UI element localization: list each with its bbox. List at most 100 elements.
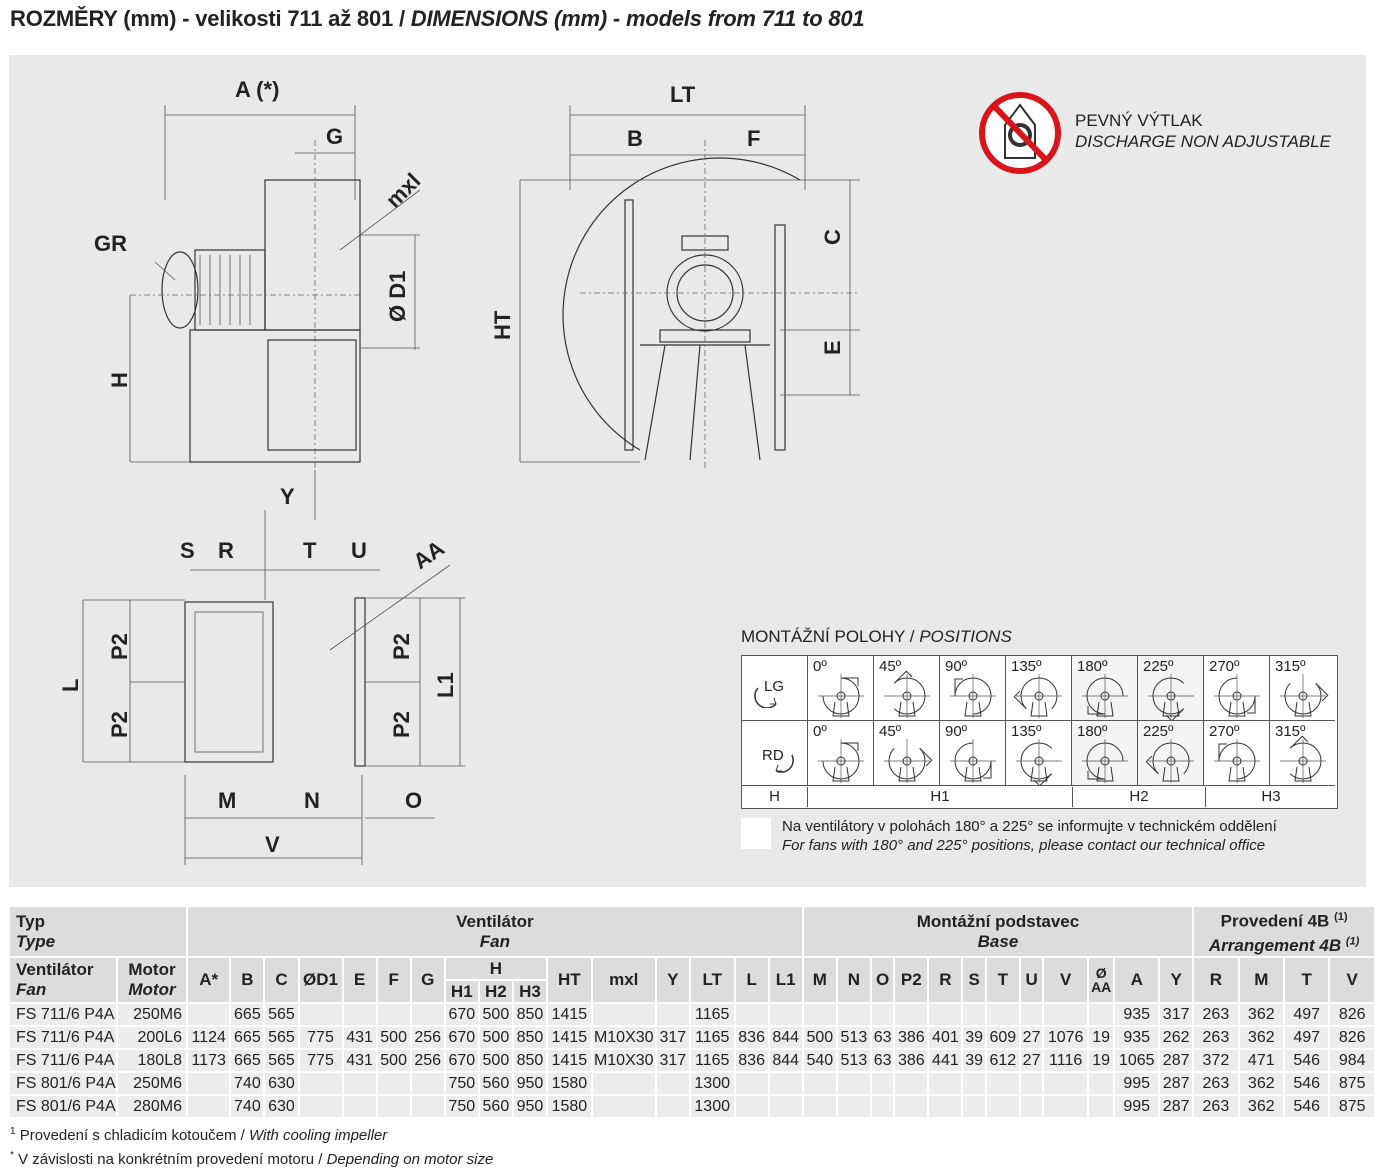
table-cell: FS 711/6 P4A: [10, 1004, 116, 1026]
table-cell: [377, 1096, 410, 1118]
footnote: 1 Provedení s chladicím kotoučem / With …: [10, 1126, 388, 1144]
footer-h3: H3: [1261, 788, 1281, 805]
svg-text:Y: Y: [280, 484, 295, 509]
svg-text:Ø D1: Ø D1: [385, 271, 410, 322]
svg-text:H: H: [107, 372, 132, 388]
table-cell: 39: [963, 1027, 985, 1049]
table-cell: 565: [265, 1004, 298, 1026]
table-cell: 612: [986, 1050, 1019, 1072]
table-cell: [769, 1096, 802, 1118]
svg-text:HT: HT: [490, 310, 515, 340]
column-header: HT: [547, 958, 591, 1003]
table-cell: 401: [929, 1027, 962, 1049]
positions-title: MONTÁŽNÍ POLOHY / POSITIONS: [741, 627, 1012, 646]
column-header: M: [803, 958, 836, 1003]
svg-text:P2: P2: [107, 633, 132, 660]
table-cell: [735, 1096, 768, 1118]
note-box: [741, 818, 771, 849]
table-cell: 609: [986, 1027, 1019, 1049]
table-cell: 546: [1284, 1073, 1329, 1095]
svg-text:R: R: [218, 538, 234, 563]
table-cell: 984: [1330, 1050, 1374, 1072]
svg-text:P2: P2: [389, 711, 414, 738]
fan-position-icon: [1280, 735, 1326, 783]
table-cell: 497: [1284, 1004, 1329, 1026]
rd-label: RD: [742, 721, 808, 786]
table-cell: 256: [411, 1027, 444, 1049]
position-cell: 225º: [1138, 721, 1204, 786]
position-cell: 315º: [1270, 656, 1335, 721]
table-cell: 362: [1239, 1004, 1283, 1026]
fan-position-icon: [1082, 739, 1128, 783]
table-cell: 263: [1194, 1096, 1238, 1118]
table-cell: 995: [1115, 1096, 1159, 1118]
table-cell: 630: [265, 1096, 298, 1118]
svg-text:C: C: [820, 229, 845, 245]
column-header: R: [1194, 958, 1238, 1003]
table-cell: 665: [231, 1027, 264, 1049]
position-cell: 225º: [1138, 656, 1204, 721]
table-cell: 431: [343, 1050, 376, 1072]
table-cell: [411, 1096, 444, 1118]
no-rotation-icon: [979, 92, 1061, 174]
table-cell: M10X30: [592, 1050, 655, 1072]
column-header: H1: [445, 981, 478, 1003]
table-cell: FS 801/6 P4A: [10, 1073, 116, 1095]
table-cell: 317: [1160, 1004, 1193, 1026]
table-cell: 1580: [547, 1096, 591, 1118]
table-cell: 1076: [1044, 1027, 1088, 1049]
table-cell: [343, 1096, 376, 1118]
position-cell: 270º: [1204, 656, 1270, 721]
table-cell: [837, 1004, 870, 1026]
dimension-drawings: A (*) G mxl GR Ø D1 H LT B F C E HT Y S …: [58, 77, 1061, 865]
table-cell: 500: [377, 1050, 410, 1072]
table-cell: 844: [769, 1050, 802, 1072]
column-header: LT: [690, 958, 734, 1003]
table-cell: 850: [513, 1027, 546, 1049]
table-cell: 39: [963, 1050, 985, 1072]
table-cell: 665: [231, 1004, 264, 1026]
side-view-drawing: [129, 105, 421, 470]
svg-text:F: F: [747, 126, 760, 151]
column-header: H: [445, 958, 546, 980]
svg-text:L1: L1: [433, 672, 458, 698]
table-cell: [299, 1096, 342, 1118]
table-cell: 775: [299, 1050, 342, 1072]
table-cell: 262: [1160, 1027, 1193, 1049]
column-header: O: [871, 958, 894, 1003]
table-cell: 935: [1115, 1004, 1159, 1026]
column-header: L1: [769, 958, 802, 1003]
table-cell: [735, 1004, 768, 1026]
table-cell: 362: [1239, 1073, 1283, 1095]
svg-text:A (*): A (*): [235, 77, 279, 102]
table-cell: [343, 1073, 376, 1095]
table-cell: [895, 1004, 928, 1026]
table-cell: 665: [231, 1050, 264, 1072]
table-cell: 1415: [547, 1004, 591, 1026]
table-cell: 740: [231, 1096, 264, 1118]
table-cell: 63: [871, 1027, 894, 1049]
column-header: Y: [1160, 958, 1193, 1003]
position-cell: 135º: [1006, 656, 1072, 721]
fan-position-icon: [1013, 674, 1062, 718]
table-cell: 630: [265, 1073, 298, 1095]
footer-h2: H2: [1073, 787, 1206, 807]
table-cell: 750: [445, 1073, 478, 1095]
table-cell: 1116: [1044, 1050, 1088, 1072]
column-header: ØD1: [299, 958, 342, 1003]
table-cell: 180L8: [118, 1050, 186, 1072]
table-cell: 546: [1284, 1050, 1329, 1072]
table-cell: [986, 1073, 1019, 1095]
column-header: T: [1284, 958, 1329, 1003]
table-cell: [963, 1073, 985, 1095]
table-cell: 670: [445, 1027, 478, 1049]
svg-text:V: V: [265, 832, 280, 857]
table-cell: [871, 1073, 894, 1095]
column-header: H3: [513, 981, 546, 1003]
column-header: S: [963, 958, 985, 1003]
svg-text:LT: LT: [670, 82, 696, 107]
table-cell: [803, 1073, 836, 1095]
table-cell: [656, 1004, 689, 1026]
